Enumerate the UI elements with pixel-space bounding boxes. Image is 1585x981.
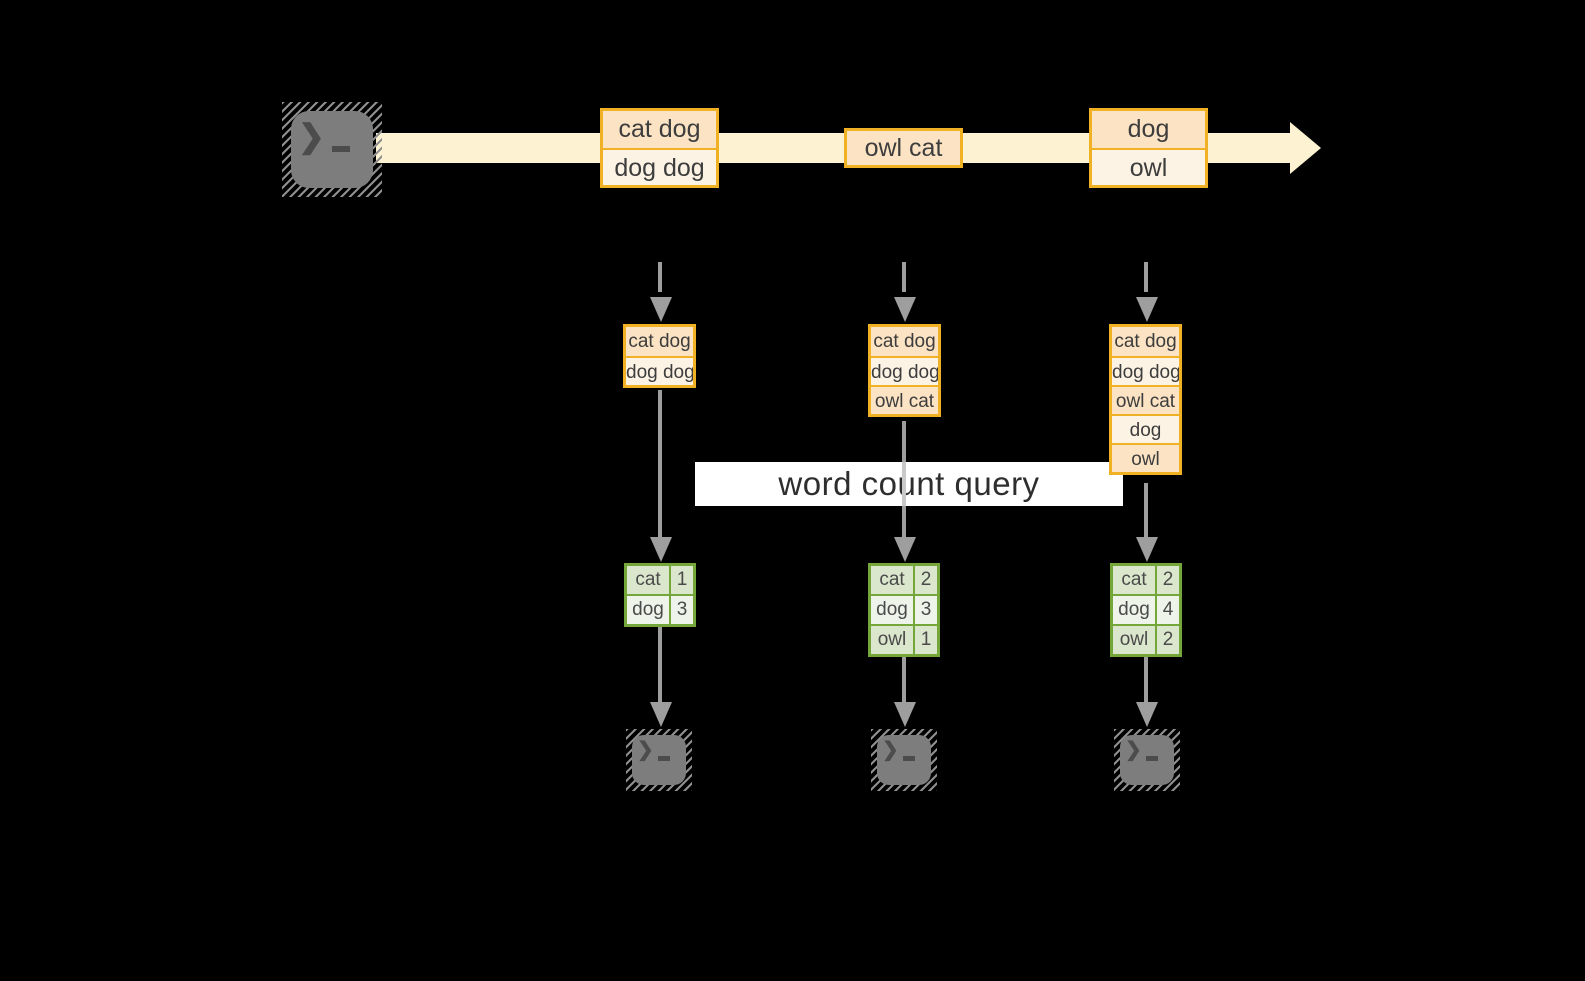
stream-event-cell: dog dog [603,148,716,185]
count-table-col1: cat 1 dog 3 [624,563,696,627]
count-cell: 3 [676,599,688,620]
result-arrow-col2 [902,657,906,702]
result-arrowhead-col3 [1136,702,1158,727]
sink-terminal-icon-col2: ❯ [871,729,937,791]
stream-event-cell: cat dog [603,111,716,148]
terminal-cursor-icon [332,146,350,152]
count-cell: 1 [676,569,688,590]
query-arrowhead-col2 [894,537,916,562]
window-stack-col2: cat dog dog dog owl cat [868,324,941,417]
count-cell: 4 [1162,599,1174,620]
window-event-cell: owl [1112,443,1179,472]
ingest-arrow-dash-col3 [1144,262,1148,292]
count-row: owl 2 [1113,624,1179,654]
word-cell: dog [627,596,671,624]
terminal-prompt-icon: ❯ [637,739,654,761]
count-row: owl 1 [871,624,937,654]
word-cell: dog [871,596,915,624]
result-arrow-col3 [1144,657,1148,702]
word-cell: owl [1113,626,1157,654]
window-event-cell: cat dog [1112,327,1179,356]
terminal-prompt-icon: ❯ [882,739,899,761]
sink-terminal-icon-col1: ❯ [626,729,692,791]
ingest-arrowhead-col3 [1136,297,1158,322]
count-table-col3: cat 2 dog 4 owl 2 [1110,563,1182,657]
stream-arrowhead-icon [1290,122,1321,174]
ingest-arrowhead-col1 [650,297,672,322]
source-terminal-icon: ❯ [282,102,382,197]
window-stack-col1: cat dog dog dog [623,324,696,388]
result-arrow-col1 [658,627,662,702]
word-cell: dog [1113,596,1157,624]
stream-event-box-2: owl cat [844,128,963,168]
count-table-col2: cat 2 dog 3 owl 1 [868,563,940,657]
window-event-cell: owl cat [1112,385,1179,414]
count-row: dog 3 [871,594,937,624]
word-cell: cat [1113,566,1157,594]
window-event-cell: dog [1112,414,1179,443]
count-row: cat 2 [871,566,937,594]
window-event-cell: dog dog [1112,356,1179,385]
result-arrowhead-col1 [650,702,672,727]
query-label: word count query [695,462,1123,506]
ingest-arrow-dash-col1 [658,262,662,292]
count-cell: 2 [1162,569,1174,590]
count-row: cat 1 [627,566,693,594]
query-arrow-col2-overlay [902,462,906,506]
terminal-prompt-icon: ❯ [1125,739,1142,761]
terminal-cursor-icon [1146,756,1158,761]
ingest-arrowhead-col2 [894,297,916,322]
word-cell: cat [871,566,915,594]
stream-event-cell: dog [1092,111,1205,148]
word-cell: cat [627,566,671,594]
count-row: dog 4 [1113,594,1179,624]
terminal-cursor-icon [903,756,915,761]
window-event-cell: cat dog [626,327,693,356]
query-arrow-col3 [1144,483,1148,537]
result-arrowhead-col2 [894,702,916,727]
count-row: cat 2 [1113,566,1179,594]
query-arrowhead-col1 [650,537,672,562]
query-arrow-col1 [658,390,662,537]
count-cell: 2 [920,569,932,590]
stream-event-box-1: cat dog dog dog [600,108,719,188]
terminal-prompt-icon: ❯ [298,118,325,154]
window-event-cell: dog dog [871,356,938,385]
count-cell: 1 [920,629,932,650]
stream-event-cell: owl [1092,148,1205,185]
terminal-cursor-icon [658,756,670,761]
stream-event-box-3: dog owl [1089,108,1208,188]
stream-event-cell: owl cat [847,131,960,165]
count-cell: 3 [920,599,932,620]
ingest-arrow-dash-col2 [902,262,906,292]
count-row: dog 3 [627,594,693,624]
window-event-cell: cat dog [871,327,938,356]
window-stack-col3: cat dog dog dog owl cat dog owl [1109,324,1182,475]
query-arrowhead-col3 [1136,537,1158,562]
count-cell: 2 [1162,629,1174,650]
sink-terminal-icon-col3: ❯ [1114,729,1180,791]
window-event-cell: dog dog [626,356,693,385]
word-cell: owl [871,626,915,654]
window-event-cell: owl cat [871,385,938,414]
